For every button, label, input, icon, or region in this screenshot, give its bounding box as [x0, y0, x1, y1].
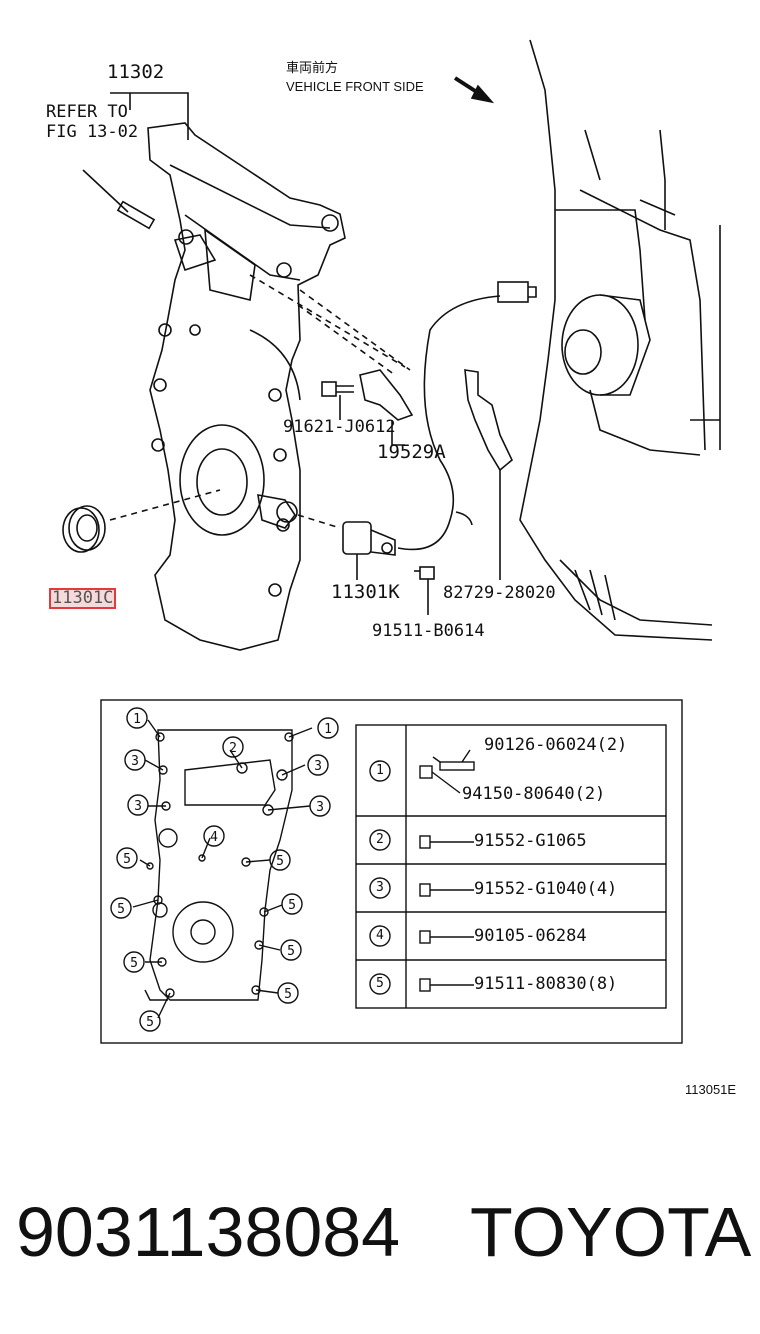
svg-text:3: 3: [131, 754, 139, 769]
table-part-91511-80830[interactable]: 91511-80830(8): [474, 974, 618, 994]
svg-text:5: 5: [130, 956, 138, 971]
front-side-jp: 車両前方: [286, 60, 339, 75]
table-ref-1: 1: [376, 763, 384, 778]
table-part-90105-06284[interactable]: 90105-06284: [474, 926, 587, 946]
table-ref-3: 3: [376, 880, 384, 895]
table-ref-2: 2: [376, 832, 384, 847]
footer-brand: TOYOTA: [470, 1193, 752, 1271]
figure-code: 113051E: [685, 1082, 737, 1097]
part-label-91511-B0614[interactable]: 91511-B0614: [372, 621, 485, 641]
svg-text:3: 3: [316, 800, 324, 815]
part-label-11301K[interactable]: 11301K: [331, 581, 400, 603]
svg-text:5: 5: [276, 854, 284, 869]
svg-text:5: 5: [146, 1015, 154, 1030]
table-part-91552-G1040[interactable]: 91552-G1040(4): [474, 879, 618, 899]
svg-text:5: 5: [287, 944, 295, 959]
detail-callouts: [110, 707, 339, 1032]
svg-text:5: 5: [284, 987, 292, 1002]
svg-text:1: 1: [324, 722, 332, 737]
table-ref-4: 4: [376, 928, 384, 943]
svg-text:3: 3: [134, 799, 142, 814]
svg-text:4: 4: [210, 830, 218, 845]
table-part-91552-G1065[interactable]: 91552-G1065: [474, 831, 587, 851]
svg-text:5: 5: [123, 852, 131, 867]
svg-text:5: 5: [288, 898, 296, 913]
refer-note-line1[interactable]: REFER TO: [46, 102, 128, 122]
svg-text:5: 5: [117, 902, 125, 917]
table-part-90126-06024[interactable]: 90126-06024(2): [484, 735, 628, 755]
svg-text:2: 2: [229, 741, 237, 756]
part-label-11301C[interactable]: 11301C: [49, 588, 117, 609]
table-part-94150-80640[interactable]: 94150-80640(2): [462, 784, 606, 804]
footer-part-number: 9031138084: [16, 1193, 401, 1271]
refer-note-line2[interactable]: FIG 13-02: [46, 122, 139, 142]
svg-text:1: 1: [133, 712, 141, 727]
part-label-19529A[interactable]: 19529A: [377, 441, 446, 463]
assembly-label[interactable]: 11302: [107, 61, 165, 83]
part-label-82729-28020[interactable]: 82729-28020: [443, 583, 556, 603]
front-side-en: VEHICLE FRONT SIDE: [286, 79, 424, 94]
table-ref-5: 5: [376, 976, 384, 991]
part-label-91621-J0612[interactable]: 91621-J0612: [283, 417, 396, 437]
svg-text:3: 3: [314, 759, 322, 774]
